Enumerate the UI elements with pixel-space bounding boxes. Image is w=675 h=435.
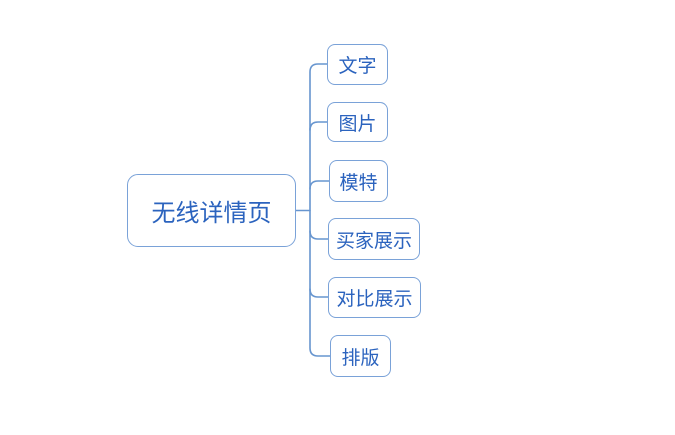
branch-connector-model: [309, 180, 331, 190]
trunk-connector: [309, 63, 332, 357]
mindmap-node-text[interactable]: 文字: [327, 44, 388, 85]
branch-connector-image: [309, 121, 329, 131]
mindmap-node-buyer-show[interactable]: 买家展示: [328, 218, 420, 260]
mindmap-node-layout[interactable]: 排版: [330, 335, 391, 377]
branch-connector-comparison-show: [309, 288, 330, 298]
mindmap-node-comparison-show[interactable]: 对比展示: [328, 277, 421, 318]
branch-connector-buyer-show: [309, 230, 330, 240]
mindmap-node-root[interactable]: 无线详情页: [127, 174, 296, 247]
mindmap-node-image[interactable]: 图片: [327, 102, 388, 142]
mindmap-node-model[interactable]: 模特: [329, 160, 388, 202]
